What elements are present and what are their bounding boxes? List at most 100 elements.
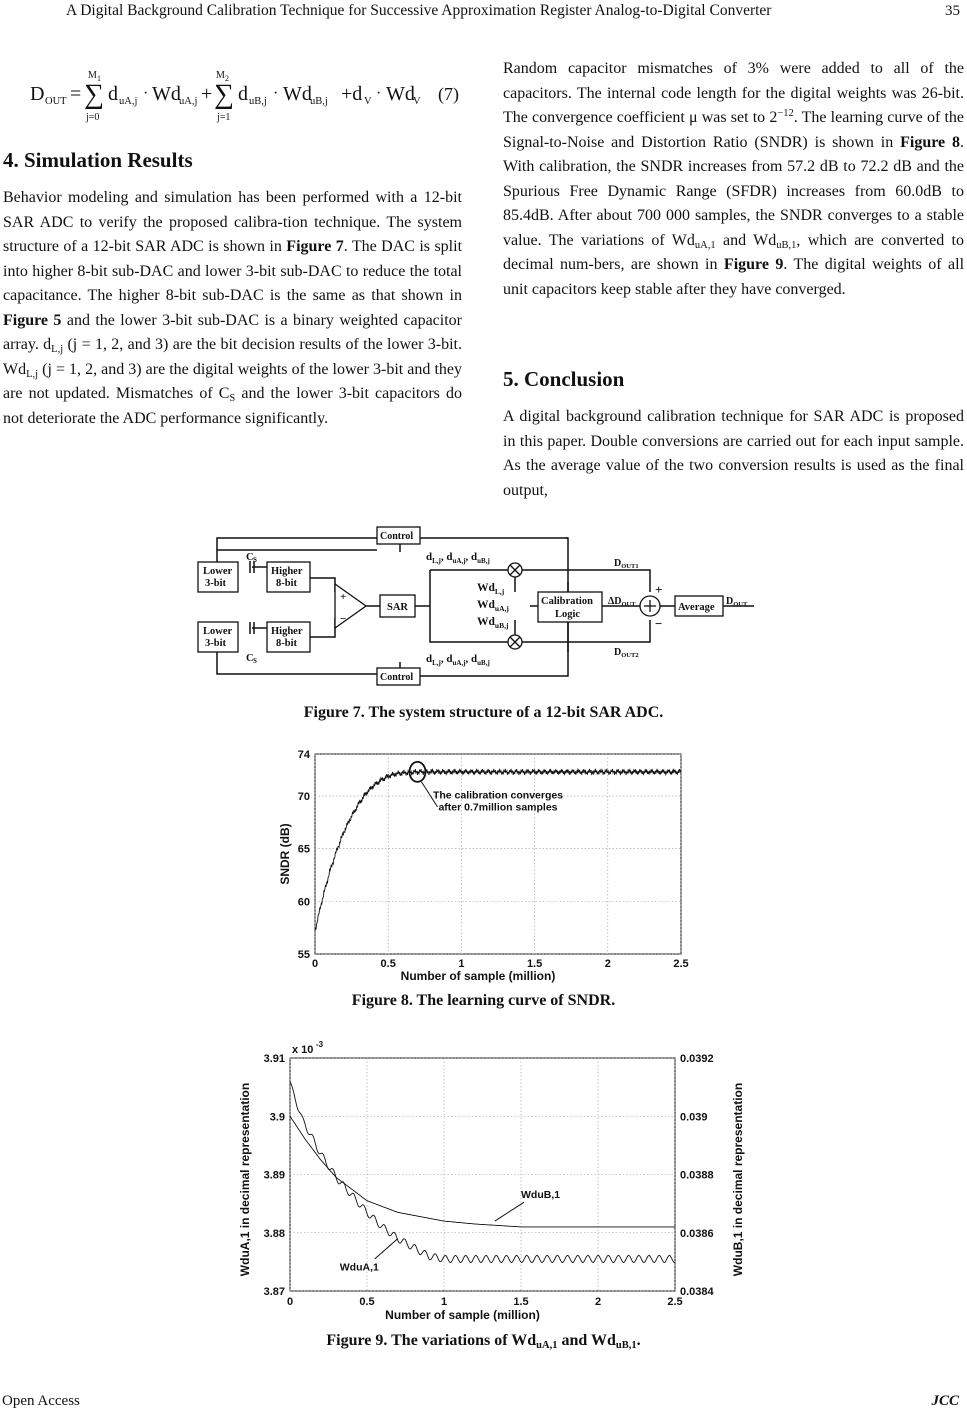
y-axis-label-left: WduA,1 in decimal representation bbox=[238, 1083, 252, 1276]
eq-sign: = bbox=[70, 83, 81, 105]
sep: , bbox=[441, 653, 447, 665]
dout-label: D bbox=[726, 596, 733, 607]
eq-m1: M bbox=[88, 70, 97, 81]
lower-label: Lower bbox=[203, 566, 232, 577]
cs-label: C bbox=[246, 653, 254, 664]
sep: , bbox=[466, 551, 472, 563]
eq-sigma-2: ∑ bbox=[214, 79, 234, 110]
scale-note: x 10 bbox=[292, 1044, 313, 1056]
y-tick-label-left: 3.91 bbox=[264, 1053, 285, 1065]
eq-dot-1: · bbox=[143, 85, 148, 102]
wd-sub: uB,j bbox=[495, 621, 509, 630]
y-tick-label: 74 bbox=[298, 749, 311, 761]
y-tick-label-left: 3.88 bbox=[264, 1228, 285, 1240]
text-run: . With calibration, the SNDR increases f… bbox=[503, 133, 965, 249]
comparator-icon bbox=[334, 582, 368, 630]
footer-journal: JCC bbox=[931, 1393, 959, 1409]
eq-plus: + bbox=[201, 83, 212, 105]
conclusion-paragraph: A digital background calibration techniq… bbox=[503, 408, 964, 499]
eq-m1-sub: 1 bbox=[97, 74, 101, 83]
eq-t3-dsub: V bbox=[364, 96, 372, 107]
x-tick-label: 2.5 bbox=[673, 958, 688, 970]
lower-label: Lower bbox=[203, 626, 232, 637]
d-label: d bbox=[426, 653, 432, 665]
x-tick-label: 2 bbox=[605, 958, 611, 970]
subscript: S bbox=[229, 393, 236, 404]
delta-dout-label: ΔD bbox=[608, 596, 622, 607]
d-sub: uA,j bbox=[453, 557, 466, 565]
y-tick-label-left: 3.89 bbox=[264, 1170, 285, 1182]
section-heading-5: 5. Conclusion bbox=[503, 367, 625, 391]
text-run: . The digital weights of all unit capaci… bbox=[503, 256, 965, 298]
section-heading-4: 4. Simulation Results bbox=[3, 148, 193, 172]
eq-number: (7) bbox=[438, 84, 459, 105]
eq-t1-d: d bbox=[108, 83, 118, 105]
eq-m2-sub: 2 bbox=[225, 74, 229, 83]
capacitor-icon bbox=[249, 561, 255, 634]
figure-ref: Figure 5 bbox=[3, 311, 62, 329]
svg-text:WduB,j: WduB,j bbox=[477, 616, 509, 630]
caption-text: and Wd bbox=[557, 1332, 616, 1349]
d-sub: uB,j bbox=[477, 557, 490, 565]
page-header: A Digital Background Calibration Techniq… bbox=[0, 0, 967, 24]
d-label: d bbox=[426, 551, 432, 563]
y-tick-label: 60 bbox=[298, 896, 310, 908]
d-label: d bbox=[471, 653, 477, 665]
annotation-text: The calibration converges bbox=[433, 789, 563, 801]
eq-t2-w: Wd bbox=[283, 83, 312, 105]
caption-text: Figure 9. The variations of Wd bbox=[326, 1332, 537, 1349]
x-tick-label: 0 bbox=[287, 1296, 293, 1308]
figure-7-caption: Figure 7. The system structure of a 12-b… bbox=[303, 704, 664, 721]
higher-bits-label: 8-bit bbox=[276, 638, 298, 649]
text-run: (j = 1, 2, and 3) are the digital weight… bbox=[3, 360, 462, 403]
adder-icon bbox=[639, 595, 661, 617]
subscript: uA,1 bbox=[694, 239, 716, 251]
superscript: −12 bbox=[777, 108, 794, 119]
higher-8bit-box-top bbox=[266, 561, 311, 593]
sar-label: SAR bbox=[387, 602, 408, 613]
series-label-wduB1: WduB,1 bbox=[521, 1189, 560, 1201]
higher-label: Higher bbox=[271, 626, 303, 637]
eq-t1-dsub: uA,j bbox=[119, 96, 137, 107]
svg-text:DOUT: DOUT bbox=[726, 596, 748, 608]
logic-label: Logic bbox=[555, 609, 580, 620]
text-run: Random capacitor mismatches of 3% were a… bbox=[503, 60, 964, 126]
x-axis-label: Number of sample (million) bbox=[385, 1308, 540, 1322]
sndr-series-line bbox=[314, 767, 682, 931]
y-tick-label-right: 0.0392 bbox=[680, 1053, 714, 1065]
subscript: uB,1 bbox=[776, 239, 797, 251]
eq-t3-d: +d bbox=[341, 83, 362, 105]
dout-sub: OUT bbox=[733, 601, 748, 608]
x-tick-label: 1.5 bbox=[513, 1296, 528, 1308]
calibration-logic-box bbox=[537, 591, 603, 623]
x-tick-label: 1 bbox=[458, 958, 464, 970]
eq-t2-d: d bbox=[238, 83, 248, 105]
series-label-wduA1: WduA,1 bbox=[340, 1262, 379, 1274]
text-run: . The learning curve of the Signal-to-No… bbox=[503, 109, 964, 151]
adder-plus: + bbox=[655, 582, 662, 597]
calibration-label: Calibration bbox=[541, 596, 593, 607]
control-box-bottom bbox=[376, 667, 421, 686]
d-sub: uA,j bbox=[453, 659, 466, 667]
eq-m2: M bbox=[216, 70, 225, 81]
x-tick-label: 0.5 bbox=[359, 1296, 374, 1308]
eq-dot-2: · bbox=[273, 85, 278, 102]
y-tick-label: 55 bbox=[298, 949, 310, 961]
svg-text:dL,j, duA,j, duB,j: dL,j, duA,j, duB,j bbox=[426, 653, 490, 667]
svg-text:DOUT2: DOUT2 bbox=[614, 647, 639, 659]
higher-bits-label: 8-bit bbox=[276, 578, 298, 589]
x-tick-label: 2.5 bbox=[667, 1296, 682, 1308]
eq-dot-3: · bbox=[376, 85, 381, 102]
y-tick-label-right: 0.0388 bbox=[680, 1170, 714, 1182]
d-sub: L,j bbox=[432, 659, 441, 667]
wires bbox=[216, 537, 754, 677]
wd-label: Wd bbox=[477, 616, 496, 628]
caption-text: . bbox=[636, 1332, 641, 1349]
average-box bbox=[674, 595, 724, 617]
figure-7-diagram: Lower 3-bit Lower 3-bit Higher 8-bit Hig… bbox=[197, 526, 754, 686]
svg-text:DOUT1: DOUT1 bbox=[614, 558, 639, 570]
wd-sub: L,j bbox=[495, 587, 505, 596]
x-tick-label: 2 bbox=[595, 1296, 601, 1308]
y-tick-label-right: 0.0384 bbox=[680, 1286, 715, 1298]
